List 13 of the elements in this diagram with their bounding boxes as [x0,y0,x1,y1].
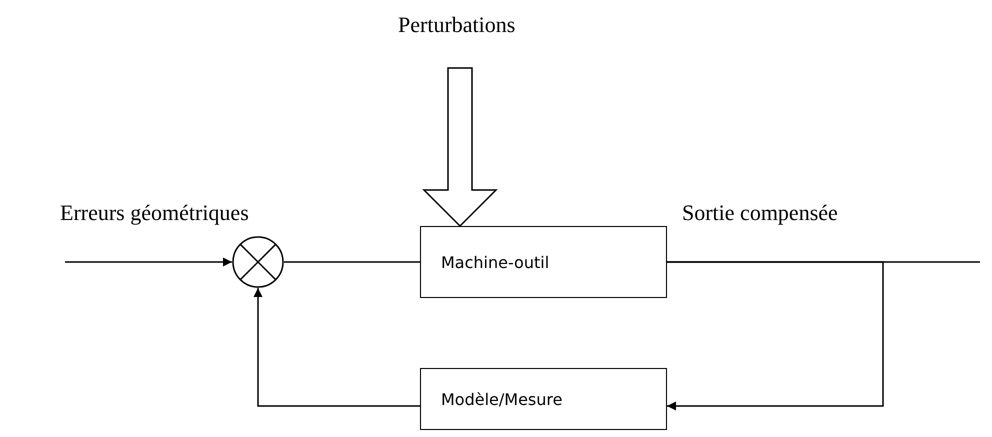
arrow [254,288,420,407]
signal-label: Erreurs géométriques [60,200,249,226]
input-label: Perturbations [398,12,522,40]
box-label: Modèle/Mesure [441,390,562,408]
box-label: Machine-outil [441,252,550,272]
arrow [667,261,884,410]
arrow [65,258,232,266]
summing-junction [232,236,284,288]
process-box [420,226,667,298]
signal-label: Sortie compensée [682,200,838,226]
process-box [420,368,667,430]
block-arrow [422,67,498,228]
connector-line [284,261,420,263]
